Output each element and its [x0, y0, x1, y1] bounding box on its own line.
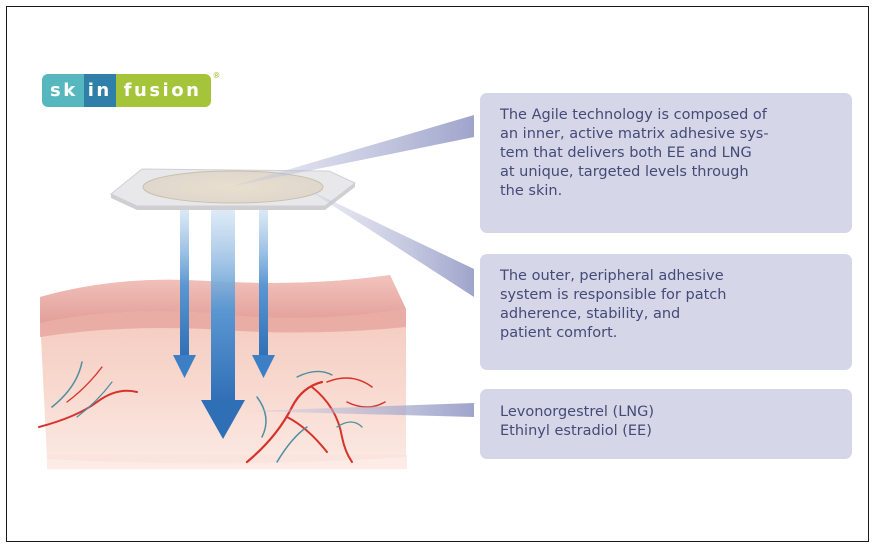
callout-peripheral-adhesive-text: The outer, peripheral adhesive system is…	[500, 267, 838, 343]
callout-hormones-text: Levonorgestrel (LNG) Ethinyl estradiol (…	[500, 403, 838, 441]
skinfusion-logo: sk in fusion ®	[42, 74, 211, 107]
callout-hormones: Levonorgestrel (LNG) Ethinyl estradiol (…	[480, 389, 852, 459]
callout-inner-matrix-text: The Agile technology is composed of an i…	[500, 106, 838, 201]
patch-illustration	[111, 169, 355, 210]
registered-mark: ®	[213, 71, 219, 80]
logo-part-in: in	[84, 74, 116, 107]
callout-inner-matrix: The Agile technology is composed of an i…	[480, 93, 852, 233]
logo-part-skin: sk	[42, 74, 84, 107]
callout-peripheral-adhesive: The outer, peripheral adhesive system is…	[480, 254, 852, 370]
logo-part-fusion: fusion	[116, 74, 212, 107]
diagram-frame: sk in fusion ® The Agile technology is c…	[6, 6, 869, 542]
